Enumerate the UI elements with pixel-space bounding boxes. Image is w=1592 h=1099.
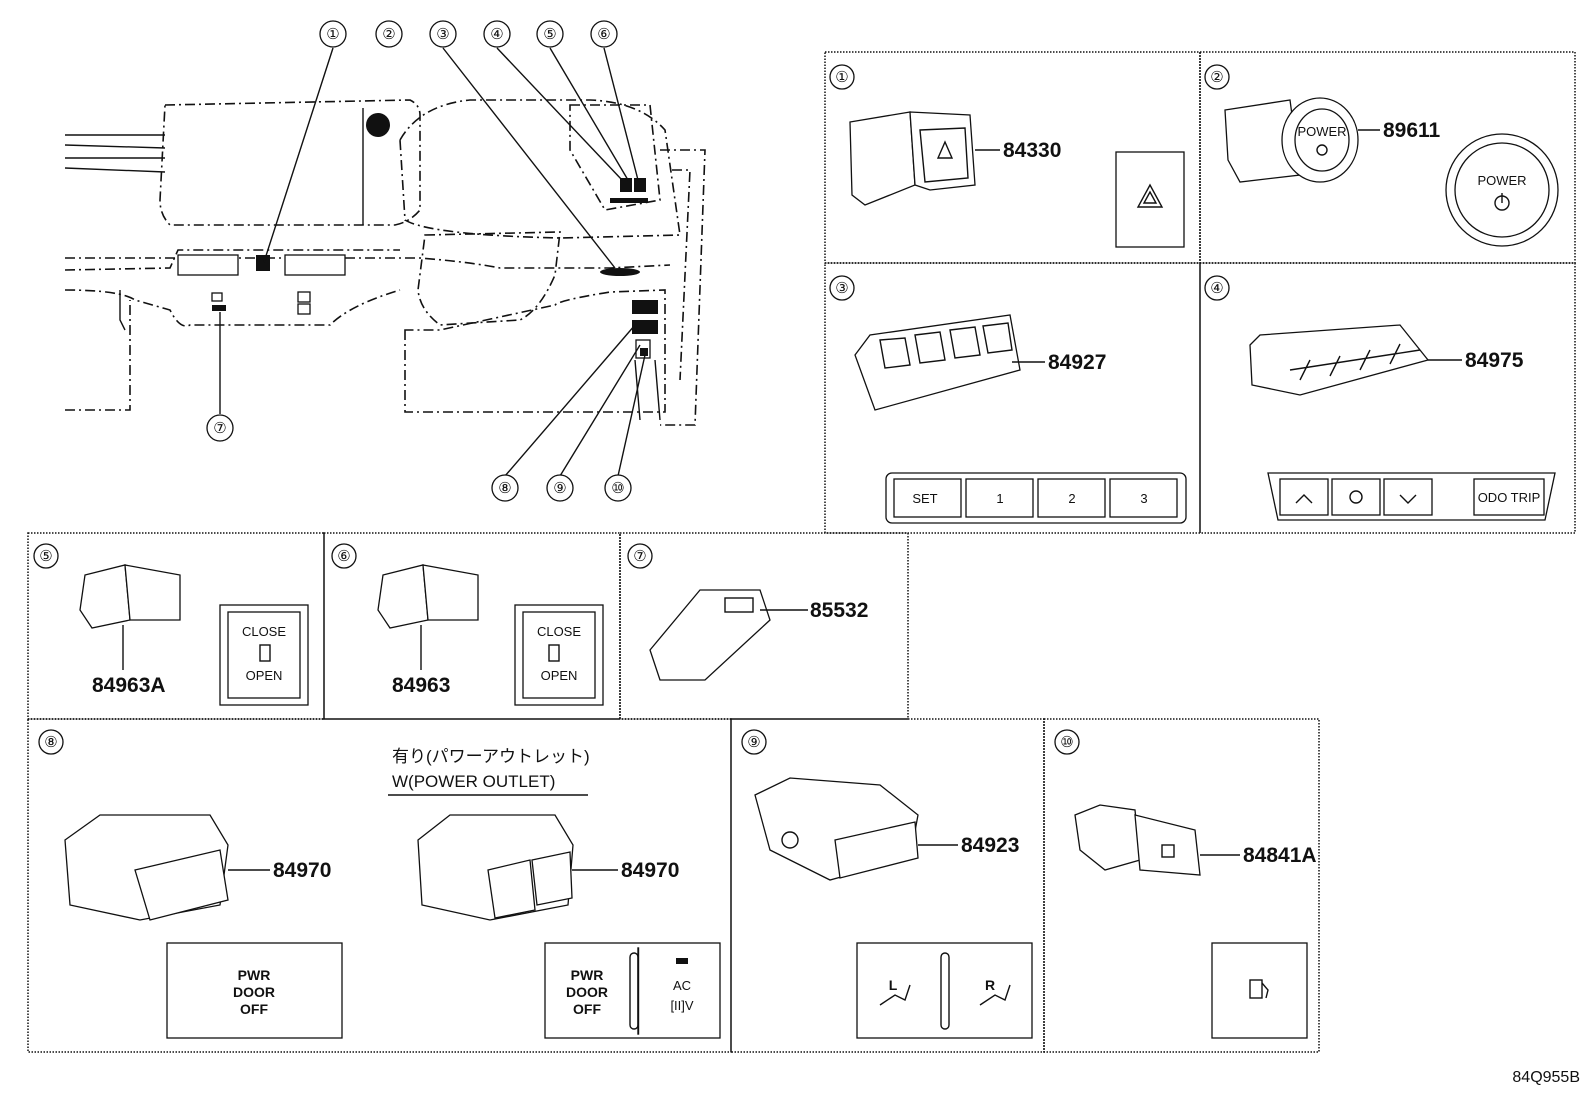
panel-4-callout: ④: [1210, 280, 1223, 297]
odo-trip-button: ODO TRIP: [1478, 490, 1541, 505]
overview-callout-5: ⑤: [543, 26, 556, 43]
fuel-door-small-icon: [1161, 844, 1175, 858]
panel-9: ⑨ 84923 L R: [741, 729, 1033, 1039]
panel-4-part-number: 84975: [1465, 349, 1524, 372]
power-icon: [1316, 144, 1328, 156]
panel-6-open-label: OPEN: [541, 668, 578, 683]
panel-6-callout: ⑥: [337, 548, 350, 565]
panel-8: ⑧ 有り(パワーアウトレット) W(POWER OUTLET) 84970 PW…: [38, 729, 721, 1039]
memory-1-button: 1: [996, 491, 1003, 506]
hazard-icon: [1136, 183, 1164, 208]
switch-b-pwr-label: PWR: [571, 967, 604, 983]
panel-7-callout: ⑦: [633, 548, 646, 565]
panel-9-part-number: 84923: [961, 834, 1019, 857]
overview-callout-9: ⑨: [553, 480, 566, 497]
panel-1: ① 84330: [829, 64, 1185, 248]
panel-6-part-number: 84963: [392, 674, 450, 697]
panel-7: ⑦ 85532: [627, 543, 868, 681]
usb-port-icon: [724, 597, 754, 613]
panel-3-part-number: 84927: [1048, 351, 1106, 374]
panel-6: ⑥ 84963 CLOSE OPEN: [331, 543, 604, 706]
seat-right-label: R: [985, 977, 995, 993]
panel-9-callout: ⑨: [747, 734, 760, 751]
panel-5-callout: ⑤: [39, 548, 52, 565]
panel-10-part-number: 84841A: [1243, 844, 1317, 867]
drawing-code: 84Q955B: [1512, 1069, 1580, 1086]
panel-frames: [27, 51, 1576, 1053]
brightness-icon: [1349, 490, 1363, 504]
panel-2-callout: ②: [1210, 69, 1223, 86]
panel-8-part-number-b: 84970: [621, 859, 679, 882]
overview-callout-4: ④: [490, 26, 503, 43]
seat-left-label: L: [889, 977, 898, 993]
power-outlet-note-jp: 有り(パワーアウトレット): [392, 747, 590, 766]
fuel-pump-icon: [1249, 979, 1263, 999]
overview-callout-7: ⑦: [213, 420, 226, 437]
memory-set-button: SET: [912, 491, 937, 506]
power-button-label: POWER: [1477, 173, 1526, 188]
panel-10-callout: ⑩: [1060, 734, 1073, 751]
panel-4: ④ 84975 ODO TRIP: [1204, 275, 1556, 521]
door-icon: [548, 644, 560, 662]
switch-a-off-label: OFF: [240, 1001, 268, 1017]
dashboard-overview: [64, 47, 706, 477]
switch-a-door-label: DOOR: [233, 984, 275, 1000]
seat-left-icon: [879, 984, 911, 1006]
seat-right-icon: [979, 984, 1011, 1006]
overview-callout-2: ②: [382, 26, 395, 43]
panel-5-close-label: CLOSE: [242, 624, 286, 639]
panel-8-callout: ⑧: [44, 734, 57, 751]
overview-callout-8: ⑧: [498, 480, 511, 497]
panel-8-part-number-a: 84970: [273, 859, 331, 882]
overview-callout-3: ③: [436, 26, 449, 43]
panel-1-callout: ①: [835, 69, 848, 86]
overview-callouts: ① ② ③ ④ ⑤ ⑥ ⑦ ⑧ ⑨ ⑩: [206, 20, 632, 502]
ac-outlet-sub-label: [II]V: [670, 998, 693, 1013]
overview-callout-1: ①: [326, 26, 339, 43]
memory-3-button: 3: [1140, 491, 1147, 506]
panel-7-part-number: 85532: [810, 599, 868, 622]
overview-callout-10: ⑩: [611, 480, 624, 497]
down-arrow-icon: [1399, 494, 1417, 504]
power-outlet-note-en: W(POWER OUTLET): [392, 772, 555, 791]
power-button-small-label: POWER: [1297, 124, 1346, 139]
up-arrow-icon: [1295, 494, 1313, 504]
panel-5: ⑤ 84963A CLOSE OPEN: [33, 543, 309, 706]
panel-3: ③ 84927 SET 1 2 3: [829, 275, 1187, 524]
panel-5-part-number: 84963A: [92, 674, 166, 697]
panel-10: ⑩ 84841A: [1054, 729, 1317, 1039]
memory-2-button: 2: [1068, 491, 1075, 506]
switch-a-pwr-label: PWR: [238, 967, 271, 983]
door-icon: [259, 644, 271, 662]
switch-b-off-label: OFF: [573, 1001, 601, 1017]
overview-callout-6: ⑥: [597, 26, 610, 43]
panel-5-open-label: OPEN: [246, 668, 283, 683]
panel-3-callout: ③: [835, 280, 848, 297]
panel-2: ② POWER 89611 POWER: [1204, 64, 1559, 247]
panel-6-close-label: CLOSE: [537, 624, 581, 639]
power-button-location: [366, 113, 390, 137]
ac-outlet-label: AC: [673, 978, 691, 993]
switch-b-door-label: DOOR: [566, 984, 608, 1000]
panel-2-part-number: 89611: [1383, 119, 1441, 142]
panel-1-part-number: 84330: [1003, 139, 1061, 162]
